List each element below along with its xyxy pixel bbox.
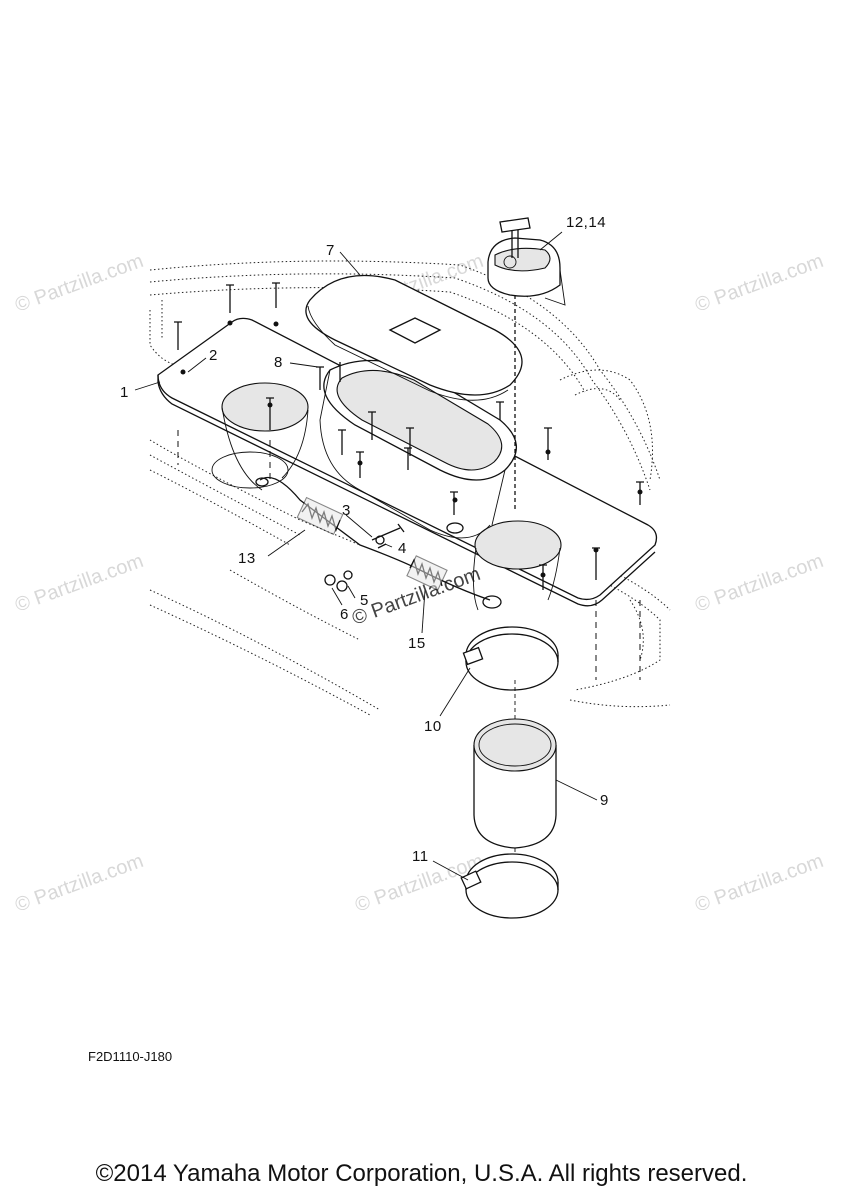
cable-spring-assembly [255,476,502,609]
callout-12-14: 12,14 [566,214,606,231]
hose-clamp-part-10 [462,626,559,691]
callout-2: 2 [209,347,218,364]
spring-part-13 [296,496,344,536]
hatch-latch-slot [388,317,442,344]
callout-11: 11 [412,848,429,865]
callout-9: 9 [600,792,609,809]
callout-6: 6 [340,606,349,623]
watermark: © Partzilla.com [692,250,826,317]
watermark: © Partzilla.com [692,850,826,917]
callout-13: 13 [238,550,256,567]
spring-part-15 [406,555,448,591]
vent-cap-part-12-14 [487,217,566,510]
leader-lines [134,231,598,881]
round-opening [221,382,309,432]
hull-outline [149,260,671,716]
hose-clamp-part-11 [460,853,559,919]
callout-8: 8 [274,354,283,371]
watermark: © Partzilla.com [692,550,826,617]
cover-plate-part-1 [157,282,658,680]
callout-4: 4 [398,540,407,557]
callout-15: 15 [408,635,426,652]
hatch-cover-part-7 [305,274,523,401]
callout-10: 10 [424,718,442,735]
hose-part-9 [473,680,557,870]
copyright-notice: ©2014 Yamaha Motor Corporation, U.S.A. A… [95,1160,748,1187]
watermark: © Partzilla.com [12,250,146,317]
callout-7: 7 [326,242,335,259]
callout-1: 1 [120,384,129,401]
watermark: © Partzilla.com [12,550,146,617]
callout-5: 5 [360,592,369,609]
round-opening [474,520,562,570]
callout-3: 3 [342,502,351,519]
watermark: © Partzilla.com [12,850,146,917]
callout-labels: 1 2 7 8 12,14 3 4 13 5 6 15 10 9 11 [120,214,609,865]
diagram-code: F2D1110-J180 [88,1049,173,1064]
